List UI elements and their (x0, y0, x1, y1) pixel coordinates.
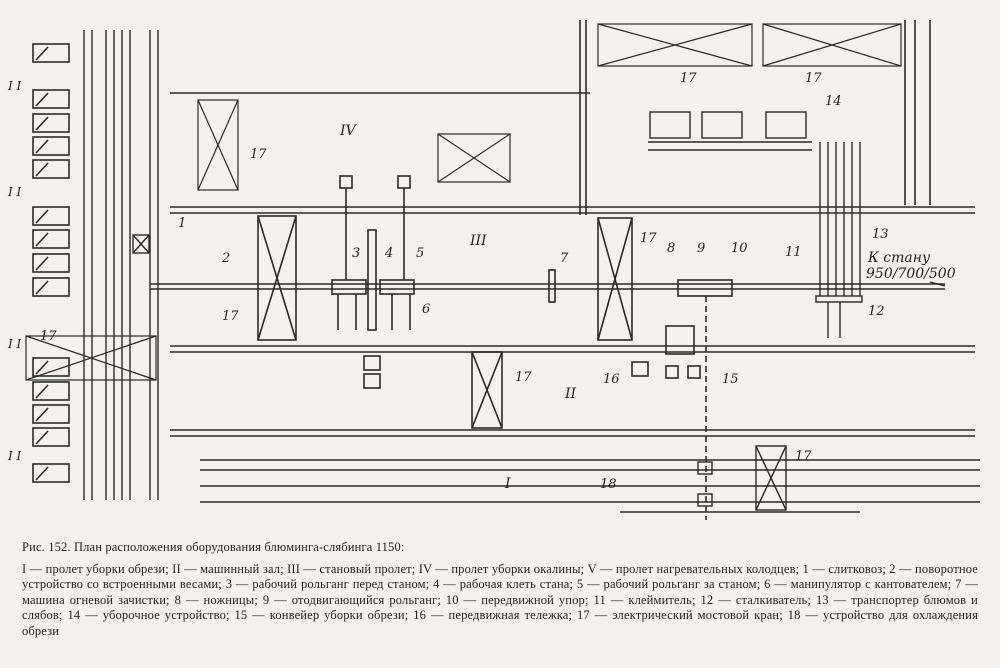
bay-label-II: II (564, 386, 577, 402)
crane-label-6: 17 (515, 370, 532, 385)
crane-label-5: 17 (640, 231, 657, 246)
left-mark-2: I I (7, 185, 22, 199)
heating-pits (32, 43, 70, 483)
crane-label-7: 17 (795, 449, 812, 464)
callout-18: 18 (600, 477, 617, 492)
bay-label-IV: IV (339, 123, 358, 139)
equipment-plan-diagram: I I I I I I I I IV III II I 1 2 3 4 5 6 … (7, 20, 980, 520)
crane-rails-middle (170, 296, 975, 520)
callout-10: 10 (731, 241, 748, 256)
callout-11: 11 (785, 245, 802, 260)
callout-12: 12 (868, 304, 885, 319)
figure-caption: Рис. 152. План расположения оборудования… (22, 540, 978, 639)
caption-title: Рис. 152. План расположения оборудования… (22, 540, 405, 554)
crane-label-8: 17 (40, 329, 57, 344)
callout-16: 16 (603, 372, 620, 387)
crane-label-2: 17 (680, 71, 697, 86)
callout-2: 2 (221, 251, 230, 266)
crane-label-1: 17 (250, 147, 267, 162)
caption-legend: I — пролет уборки обрези; II — машинный … (22, 561, 978, 638)
callout-9: 9 (697, 241, 705, 256)
crane-over-pits (25, 335, 157, 381)
callout-13: 13 (872, 227, 889, 242)
callout-6: 6 (422, 302, 430, 317)
crane-label-3: 17 (805, 71, 822, 86)
bay-label-III: III (469, 233, 487, 249)
callout-15: 15 (722, 372, 739, 387)
callout-4: 4 (384, 246, 393, 261)
to-mill-label: К стану (867, 250, 931, 266)
ingot-car (132, 234, 150, 254)
left-mark-4: I I (7, 449, 22, 463)
bay-label-I: I (504, 476, 511, 492)
left-mark-3: I I (7, 337, 22, 351)
callout-5: 5 (416, 246, 424, 261)
to-mill-sizes: 950/700/500 (866, 266, 956, 282)
callout-3: 3 (352, 246, 360, 261)
callout-7: 7 (560, 251, 569, 266)
left-mark-1: I I (7, 79, 22, 93)
crane-rails-bottom (200, 445, 980, 513)
crane-label-4: 17 (222, 309, 239, 324)
main-rolling-line (150, 175, 945, 341)
ingot-car-rails (83, 30, 159, 500)
callout-8: 8 (667, 241, 675, 256)
callout-1: 1 (178, 216, 186, 231)
crane-rails-top (170, 20, 975, 215)
callout-14: 14 (825, 94, 842, 109)
cleanup-and-conveyor (648, 111, 946, 338)
cranes-top (197, 23, 902, 191)
